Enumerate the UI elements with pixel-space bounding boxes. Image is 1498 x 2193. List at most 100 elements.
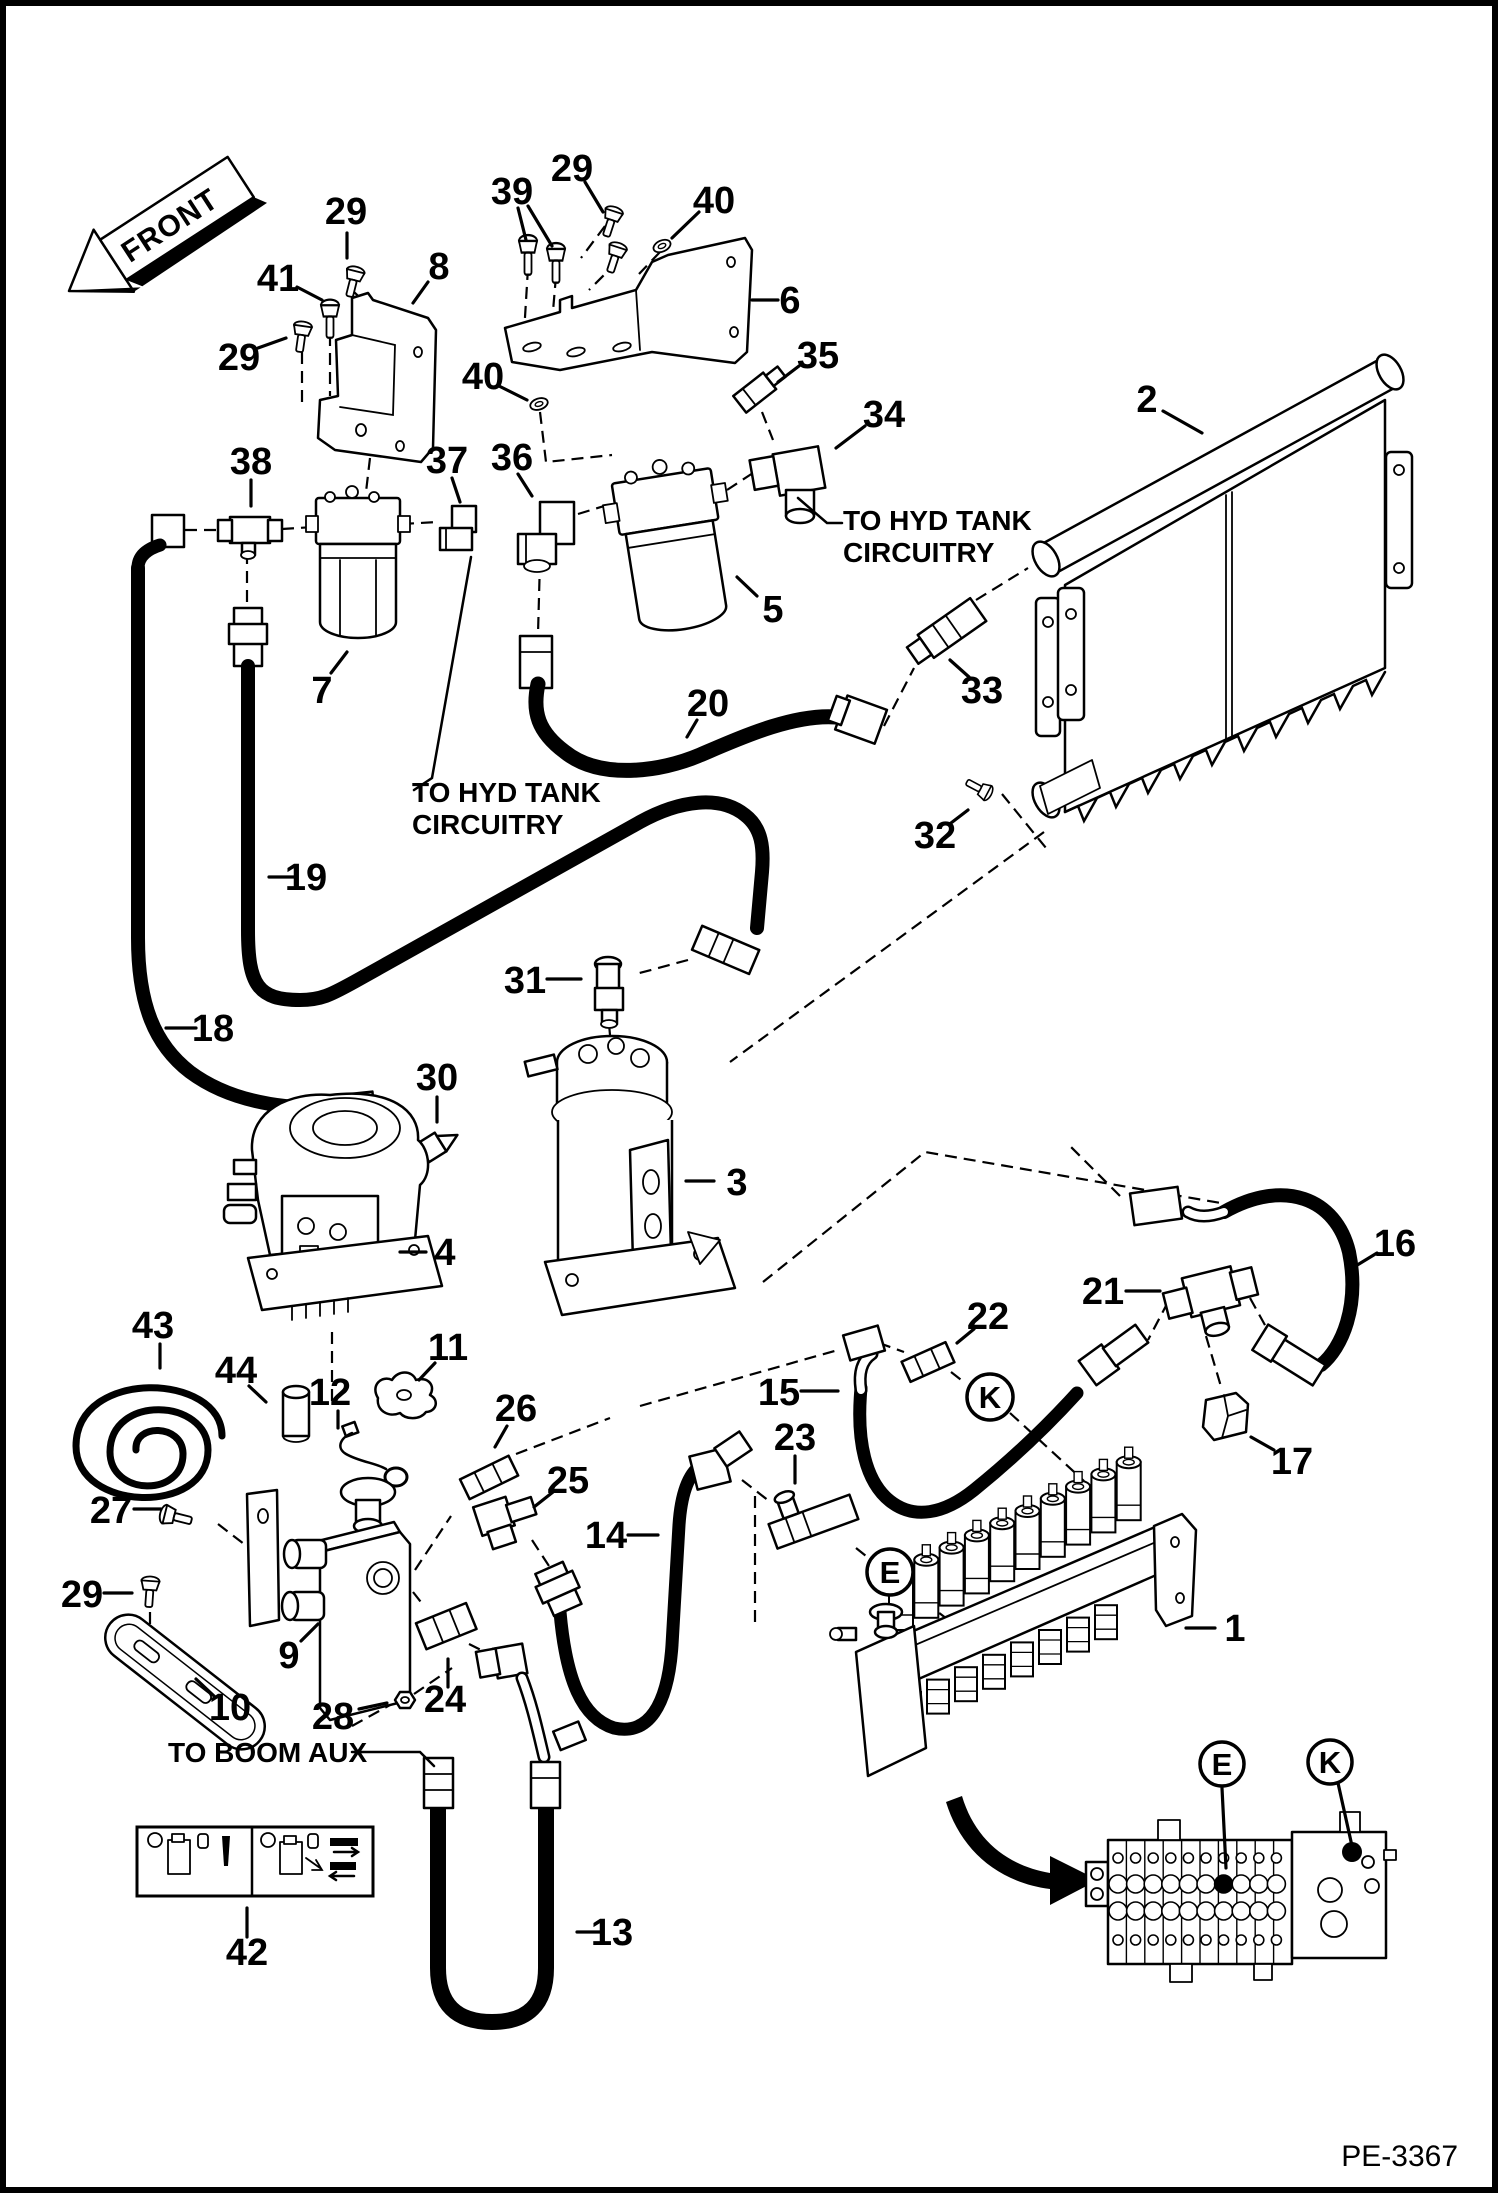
svg-text:22: 22 <box>967 1296 1009 1338</box>
svg-text:35: 35 <box>797 335 839 377</box>
hose-13 <box>430 1798 554 2030</box>
callout-41: 41 <box>257 258 324 302</box>
svg-text:32: 32 <box>914 815 956 857</box>
svg-text:5: 5 <box>762 589 783 631</box>
bolt-29e <box>138 1575 161 1609</box>
tee-fitting-21 <box>1161 1265 1260 1338</box>
oil-cooler-2 <box>1031 353 1414 824</box>
svg-text:20: 20 <box>687 683 729 725</box>
mounting-bracket-10 <box>104 1488 281 1751</box>
callout-39: 39 <box>491 171 554 248</box>
callout-31: 31 <box>504 960 583 1002</box>
mounting-bracket-8 <box>316 291 438 464</box>
svg-text:41: 41 <box>257 258 299 300</box>
svg-text:40: 40 <box>693 180 735 222</box>
callout-37: 37 <box>426 440 468 504</box>
svg-text:9: 9 <box>278 1635 299 1677</box>
port-marker-E: E <box>865 1547 915 1597</box>
washer-40b <box>527 395 551 413</box>
callout-29: 29 <box>325 191 367 260</box>
hyd-tank-note-1-line1: TO HYD TANK <box>843 505 1032 536</box>
port-markers: E K E K <box>865 1372 1354 1870</box>
callout-9: 9 <box>278 1622 320 1677</box>
callout-4: 4 <box>398 1232 456 1274</box>
svg-text:4: 4 <box>434 1232 455 1274</box>
washer-40a <box>650 236 674 256</box>
elbow-fitting-36 <box>516 500 576 573</box>
elbow-fitting-31 <box>593 955 625 1029</box>
tee-fitting-38 <box>216 515 284 560</box>
hose-14-left-fitting <box>534 1560 583 1618</box>
svg-text:E: E <box>880 1555 901 1590</box>
fitting-24 <box>414 1601 478 1651</box>
svg-text:13: 13 <box>591 1912 633 1954</box>
hose-20 <box>528 676 844 778</box>
callout-29: 29 <box>551 148 605 214</box>
svg-text:18: 18 <box>192 1008 234 1050</box>
svg-text:K: K <box>1319 1745 1342 1780</box>
bolt-39b <box>545 241 567 284</box>
hose-13-left-fitting <box>422 1756 455 1810</box>
callout-21: 21 <box>1082 1271 1162 1313</box>
fitting-33 <box>905 596 988 665</box>
svg-text:26: 26 <box>495 1388 537 1430</box>
hose-16-top-elbow <box>1128 1185 1231 1227</box>
hose-13-right-fitting <box>529 1720 587 1810</box>
warning-decal-42 <box>135 1825 375 1898</box>
nut-28 <box>393 1690 417 1710</box>
svg-text:14: 14 <box>585 1515 627 1557</box>
callout-44: 44 <box>215 1350 268 1404</box>
svg-text:37: 37 <box>426 440 468 482</box>
svg-text:29: 29 <box>551 148 593 190</box>
callout-38: 38 <box>230 441 272 508</box>
svg-text:40: 40 <box>462 356 504 398</box>
retainer-clip-11 <box>374 1371 438 1420</box>
elbow-fitting-18-top <box>131 513 186 575</box>
coupler-fitting-22 <box>900 1340 956 1384</box>
callout-12: 12 <box>309 1372 351 1430</box>
lanyard-12 <box>339 1420 409 1488</box>
svg-text:2: 2 <box>1136 379 1157 421</box>
hose-14-top-elbow <box>688 1430 753 1491</box>
callout-8: 8 <box>411 246 450 305</box>
callout-3: 3 <box>684 1162 748 1204</box>
callout-28: 28 <box>312 1696 389 1738</box>
callout-13: 13 <box>575 1912 633 1954</box>
hydraulic-pump-4 <box>222 1092 444 1321</box>
hose-15 <box>853 1381 1084 1519</box>
svg-text:25: 25 <box>547 1460 589 1502</box>
hose-19-top-fitting <box>227 606 269 668</box>
elbow-fitting-34 <box>748 445 827 525</box>
svg-text:1: 1 <box>1224 1608 1245 1650</box>
tee-fitting-23 <box>767 1490 860 1550</box>
fitting-26 <box>458 1454 520 1501</box>
elbow-above-hose-13 <box>474 1642 551 1764</box>
hose-16-end-fitting <box>1251 1323 1327 1387</box>
callout-29: 29 <box>218 336 288 379</box>
callout-23: 23 <box>774 1417 816 1485</box>
callout-25: 25 <box>532 1460 589 1509</box>
figure-code: PE-3367 <box>1341 2140 1458 2173</box>
plug-fitting-35 <box>732 365 787 414</box>
svg-text:7: 7 <box>311 670 332 712</box>
callout-34: 34 <box>834 394 905 450</box>
svg-text:E: E <box>1212 1747 1233 1782</box>
svg-text:10: 10 <box>209 1687 251 1729</box>
callout-29: 29 <box>61 1574 134 1616</box>
callout-22: 22 <box>955 1296 1009 1345</box>
svg-text:27: 27 <box>90 1490 132 1532</box>
front-direction-arrow: FRONT <box>67 155 268 293</box>
svg-text:33: 33 <box>961 670 1003 712</box>
hose-14 <box>553 1459 707 1736</box>
callout-16: 16 <box>1352 1223 1416 1269</box>
callout-15: 15 <box>758 1372 840 1414</box>
callout-26: 26 <box>493 1388 537 1449</box>
callout-32: 32 <box>914 808 970 857</box>
callout-33: 33 <box>948 658 1003 712</box>
swivel-joint-3 <box>523 1034 737 1317</box>
callout-20: 20 <box>685 683 729 739</box>
plug-fitting-17 <box>1201 1391 1250 1442</box>
svg-text:17: 17 <box>1271 1441 1313 1483</box>
svg-text:K: K <box>979 1380 1002 1415</box>
